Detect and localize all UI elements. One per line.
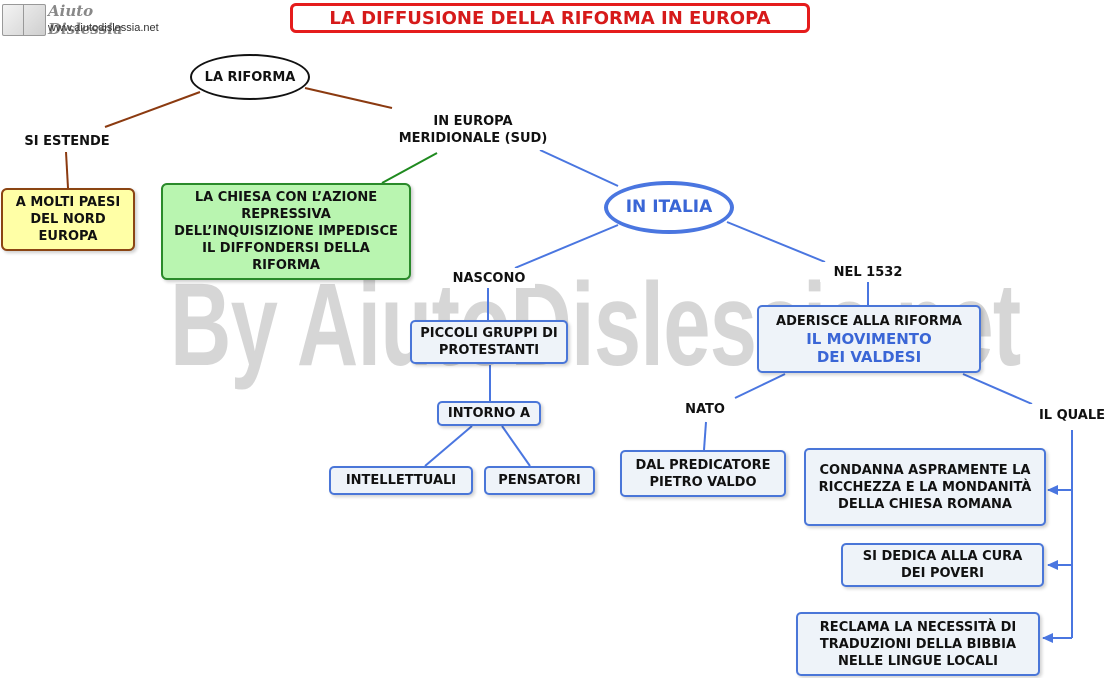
- brand-name: Aiuto Dislessia: [48, 2, 123, 38]
- node-pietro-valdo: DAL PREDICATORE PIETRO VALDO: [620, 450, 786, 497]
- link-italia-nascono: [514, 224, 619, 269]
- brand-url: www.aiutodislessia.net: [48, 22, 159, 34]
- link-intorno-pensatori: [501, 425, 531, 467]
- node-nascono: NASCONO: [443, 268, 535, 288]
- arrowhead-poveri: [1047, 560, 1058, 570]
- node-intorno-a: INTORNO A: [437, 401, 541, 426]
- link-sud-chiesa: [381, 152, 438, 184]
- movimento-valdesi-label: IL MOVIMENTO DEI VALDESI: [806, 329, 932, 366]
- book-icon: [2, 4, 46, 36]
- link-italia-nel1532: [726, 221, 826, 263]
- node-si-estende: SI ESTENDE: [12, 130, 122, 152]
- link-nato-valdo: [703, 421, 707, 451]
- link-riforma-estende: [104, 91, 201, 128]
- node-la-riforma: LA RIFORMA: [190, 54, 310, 100]
- node-nato: NATO: [676, 398, 734, 420]
- link-aderisce-ilquale: [962, 373, 1033, 405]
- link-aderisce-nato: [734, 373, 786, 399]
- node-piccoli-gruppi: PICCOLI GRUPPI DI PROTESTANTI: [410, 320, 568, 364]
- brand-logo[interactable]: Aiuto Dislessia www.aiutodislessia.net: [2, 2, 172, 38]
- link-estende-nord: [65, 151, 69, 189]
- node-il-quale: IL QUALE: [1030, 404, 1114, 426]
- page-title: LA DIFFUSIONE DELLA RIFORMA IN EUROPA: [290, 3, 810, 33]
- node-in-italia: IN ITALIA: [604, 181, 734, 234]
- node-pensatori: PENSATORI: [484, 466, 595, 495]
- aderisce-label: ADERISCE ALLA RIFORMA: [776, 313, 962, 329]
- link-sud-italia: [539, 149, 619, 187]
- arrowhead-condanna: [1047, 485, 1058, 495]
- link-riforma-sud: [304, 87, 393, 109]
- link-intorno-intellettuali: [424, 425, 473, 467]
- node-aderisce: ADERISCE ALLA RIFORMA IL MOVIMENTO DEI V…: [757, 305, 981, 373]
- node-intellettuali: INTELLETTUALI: [329, 466, 473, 495]
- arrowhead-bibbia: [1042, 633, 1053, 643]
- node-traduzioni-bibbia: RECLAMA LA NECESSITÀ DI TRADUZIONI DELLA…: [796, 612, 1040, 676]
- node-cura-poveri: SI DEDICA ALLA CURA DEI POVERI: [841, 543, 1044, 587]
- node-nord-europa: A MOLTI PAESI DEL NORD EUROPA: [1, 188, 135, 251]
- node-condanna: CONDANNA ASPRAMENTE LA RICCHEZZA E LA MO…: [804, 448, 1046, 526]
- node-nel-1532: NEL 1532: [820, 262, 916, 282]
- node-europa-meridionale: IN EUROPA MERIDIONALE (SUD): [393, 110, 553, 150]
- node-chiesa-inquisizione: LA CHIESA CON L’AZIONE REPRESSIVA DELL’I…: [161, 183, 411, 280]
